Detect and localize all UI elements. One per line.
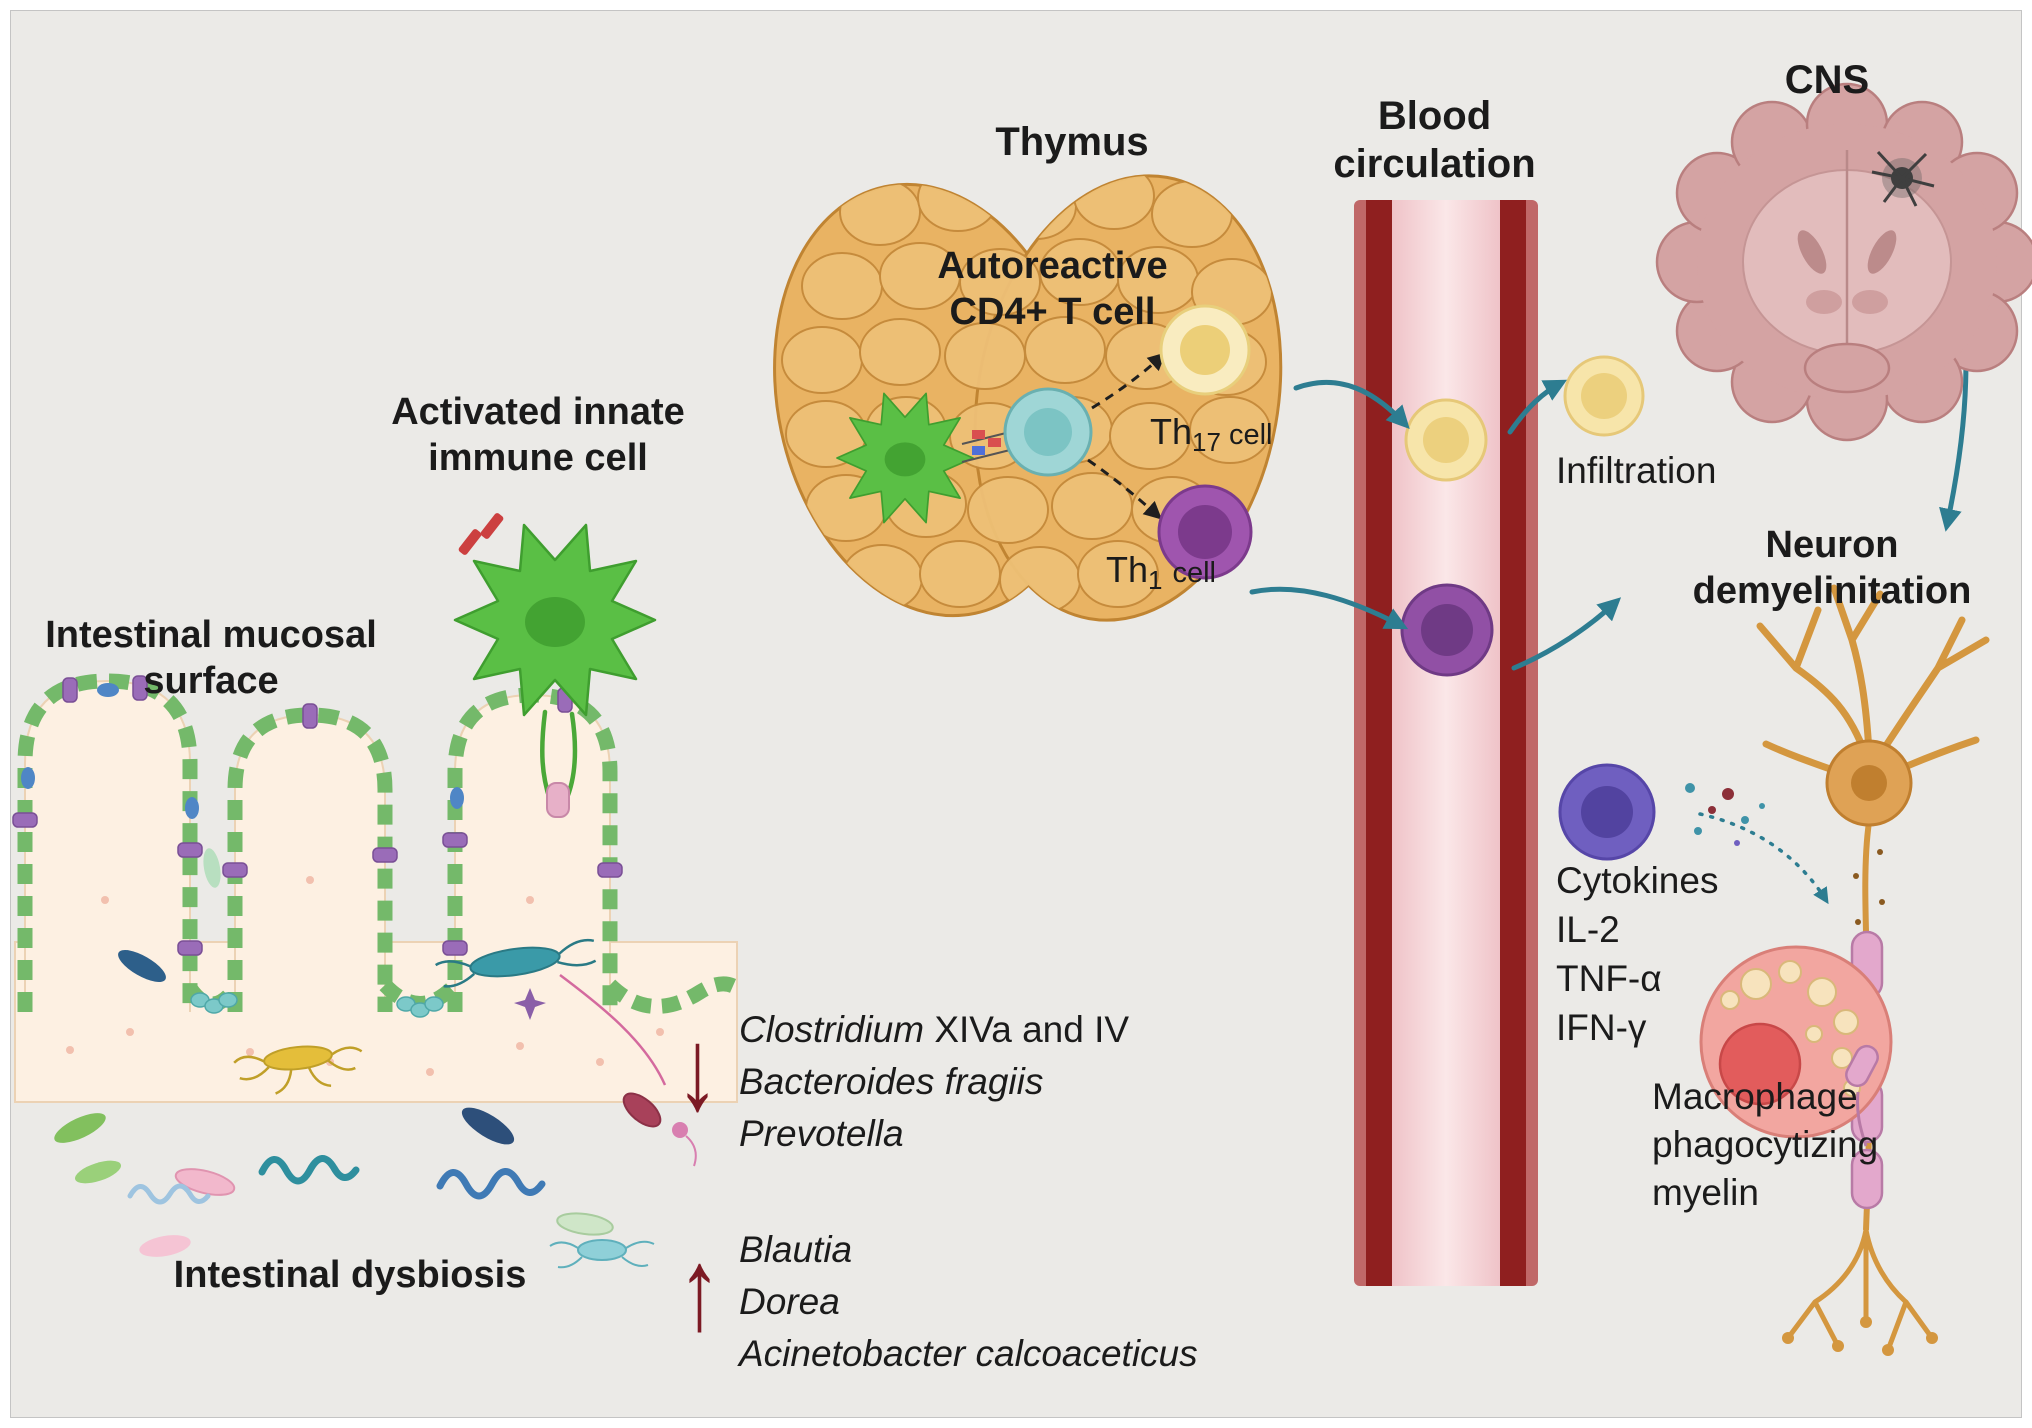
- blood-line2: circulation: [1333, 142, 1536, 186]
- pink-flagellum: [559, 974, 667, 1086]
- list-item: Dorea: [739, 1281, 840, 1322]
- crypt-bacterium: [118, 949, 166, 983]
- thymus-organ: [773, 162, 1283, 622]
- activated-innate-immune-cell: [453, 513, 657, 818]
- autoreactive-label: Autoreactive CD4+ T cell: [880, 243, 1225, 335]
- list-item: Clostridium XIVa and IV: [739, 1009, 1130, 1050]
- dysbiosis-label: Intestinal dysbiosis: [173, 1254, 527, 1296]
- blood-line1: Blood: [1377, 94, 1492, 138]
- cytokines-line: Cytokines: [1556, 860, 1719, 901]
- list-item: Bacteroides fragiis: [739, 1061, 1044, 1102]
- cns-brain: [1655, 82, 2032, 442]
- cns-title: CNS: [1784, 58, 1870, 102]
- neuron-demyelination-label: Neuron demyelinitation: [1677, 522, 1987, 614]
- dysbiosis-bacteria: [54, 1092, 697, 1269]
- autoreactive-line2: CD4+ T cell: [949, 291, 1156, 333]
- engulfed-myelin: [1845, 1044, 1879, 1088]
- receptor-marks: [458, 513, 504, 555]
- mint-bacterium: [203, 848, 221, 888]
- crypt-cells: [190, 992, 444, 1018]
- cytokines-line: IFN-γ: [1556, 1007, 1647, 1048]
- increased-bacteria-list: Blautia Dorea Acinetobacter calcoaceticu…: [739, 1224, 1198, 1380]
- activated-line1: Activated innate: [391, 391, 685, 433]
- blue-epithelial-patches: [21, 683, 464, 819]
- autoreactive-line1: Autoreactive: [937, 245, 1168, 287]
- macrophage-nucleus: [1718, 1022, 1802, 1106]
- blood-circulation-title: Blood circulation: [1307, 92, 1562, 188]
- infiltrating-cell: [1563, 355, 1645, 437]
- neuron-line2: demyelinitation: [1692, 570, 1972, 612]
- axon-terminals: [1785, 1227, 1935, 1353]
- mucosal-line1: Intestinal mucosal: [45, 614, 377, 656]
- blood-vessel: [1354, 200, 1538, 1286]
- cytokines-line: TNF-α: [1556, 958, 1662, 999]
- macrophage-line: myelin: [1652, 1172, 1759, 1213]
- increase-arrow: ↑: [678, 1225, 721, 1355]
- decreased-bacteria-list: Clostridium XIVa and IV Bacteroides frag…: [739, 1004, 1129, 1160]
- cytokine-particles: [1685, 783, 1765, 846]
- lamina-dendritic-cell: [514, 988, 546, 1020]
- cytokines-list: Cytokines IL-2 TNF-α IFN-γ: [1556, 856, 1718, 1052]
- thymus-title: Thymus: [995, 120, 1149, 164]
- teal-flagellated-bacterium: [435, 938, 597, 988]
- mucosal-surface-label: Intestinal mucosal surface: [26, 612, 396, 704]
- arrow-to-th17: [1091, 352, 1166, 410]
- macrophage-line: phagocytizing: [1652, 1124, 1879, 1165]
- macrophage-line: Macrophage: [1652, 1076, 1858, 1117]
- cytokines-line: IL-2: [1556, 909, 1620, 950]
- cytokine-arrow: [1698, 812, 1829, 905]
- infiltration-label: Infiltration: [1556, 450, 1717, 491]
- list-item: Acinetobacter calcoaceticus: [739, 1333, 1198, 1374]
- decrease-arrow: ↓: [676, 1005, 719, 1135]
- mucosa-dots: [66, 876, 664, 1076]
- macrophage-label: Macrophage phagocytizing myelin: [1652, 1073, 1878, 1217]
- yellow-flagellated-bacterium: [233, 1045, 363, 1095]
- list-item: Blautia: [739, 1229, 853, 1270]
- activated-immune-label: Activated innate immune cell: [368, 389, 708, 481]
- vacuoles: [1720, 960, 1861, 1097]
- gut-mucosa-illustration: [12, 673, 742, 1103]
- arrow-to-th1: [1087, 458, 1162, 520]
- cytokine-cell: [1558, 763, 1829, 905]
- neuron-line1: Neuron: [1765, 524, 1899, 566]
- list-item: Prevotella: [739, 1113, 904, 1154]
- macrophage-cell: [1699, 945, 1893, 1147]
- activated-line2: immune cell: [428, 437, 648, 479]
- mucosal-line2: surface: [143, 660, 279, 702]
